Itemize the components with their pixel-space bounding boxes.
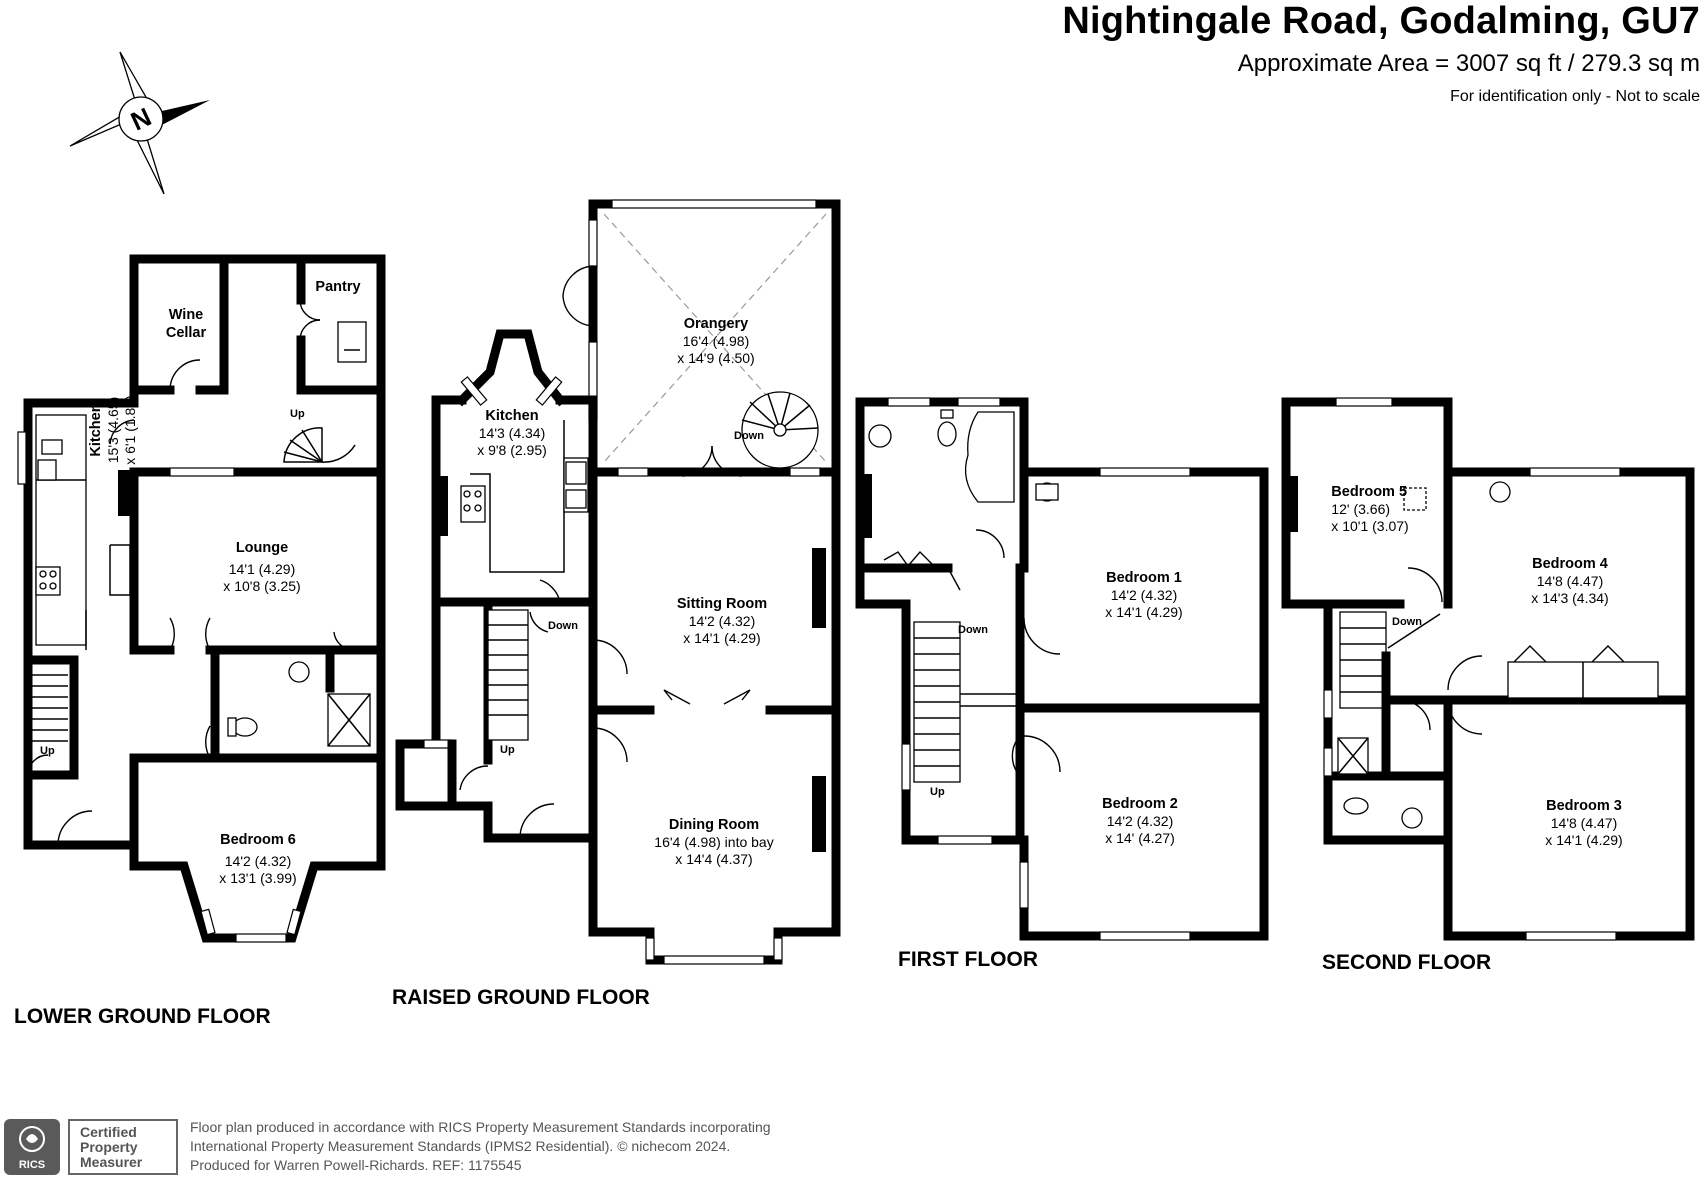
room-wine-cellar: Wine Cellar [166, 306, 206, 342]
room-bedroom-4: Bedroom 4 14'8 (4.47) x 14'3 (4.34) [1531, 556, 1608, 607]
stair-label-down: Down [734, 430, 764, 442]
spiral-stair-lower-ground [283, 427, 356, 463]
room-name: Orangery [683, 316, 749, 332]
room-dimension: 14'3 (4.34) [478, 425, 546, 441]
stair-label-up: Up [290, 408, 305, 420]
cert-line: Measurer [80, 1154, 143, 1170]
room-name: Bedroom 1 [1106, 570, 1182, 586]
room-name: Pantry [315, 279, 361, 295]
room-dimension: x 14'1 (4.29) [1105, 604, 1183, 620]
room-name: Bedroom 2 [1102, 796, 1178, 812]
lower-ground-floor-plan [17, 254, 386, 943]
room-name: Bedroom 4 [1532, 556, 1608, 572]
room-dimension: 16'4 (4.98) [682, 333, 750, 349]
room-dimension: x 13'1 (3.99) [219, 870, 297, 886]
room-dimension: x 14'9 (4.50) [677, 350, 755, 366]
cert-line: Certified [80, 1124, 137, 1140]
room-dimension: 14'2 (4.32) [1106, 813, 1174, 829]
stair-label-up: Up [930, 786, 945, 798]
room-name: Bedroom 3 [1546, 798, 1622, 814]
room-kitchen-raised: Kitchen 14'3 (4.34) x 9'8 (2.95) [477, 408, 547, 459]
floor-label-second: SECOND FLOOR [1322, 951, 1492, 974]
footer-line: Floor plan produced in accordance with R… [190, 1119, 771, 1135]
stairs-second-floor [1339, 611, 1441, 709]
room-dimension: x 10'8 (3.25) [223, 578, 301, 594]
room-name: Sitting Room [676, 596, 768, 612]
room-name: Bedroom 5 [1331, 484, 1408, 500]
stairs-first-floor [913, 621, 1020, 783]
room-dimension: x 14' (4.27) [1105, 830, 1175, 846]
room-dimension: x 14'4 (4.37) [675, 851, 753, 867]
stairs-raised-ground [487, 609, 529, 741]
room-dimension: 14'2 (4.32) [688, 613, 756, 629]
room-sitting-room: Sitting Room 14'2 (4.32) x 14'1 (4.29) [677, 596, 767, 647]
floor-label-raised-ground: RAISED GROUND FLOOR [392, 986, 650, 1009]
spiral-stair-raised-ground [741, 391, 819, 469]
rics-emblem-icon [19, 1126, 45, 1152]
room-dimension: x 14'3 (4.34) [1531, 590, 1609, 606]
room-dimension: 16'4 (4.98) into bay [654, 834, 774, 850]
stair-label-down: Down [958, 624, 988, 636]
compass-icon: N [69, 51, 210, 195]
footer-disclaimer: Floor plan produced in accordance with R… [190, 1118, 771, 1175]
room-bedroom-6: Bedroom 6 14'2 (4.32) x 13'1 (3.99) [219, 832, 296, 887]
room-dimension: x 10'1 (3.07) [1331, 518, 1409, 534]
room-kitchen-lower: Kitchen 15'3 (4.65) x 6'1 (1.85) [88, 395, 139, 465]
room-dimension: 14'1 (4.29) [228, 561, 296, 577]
room-bedroom-2: Bedroom 2 14'2 (4.32) x 14' (4.27) [1102, 796, 1178, 847]
room-name: Kitchen [88, 403, 104, 457]
rics-certification-logo: RICS Certified Property Measurer [4, 1119, 178, 1177]
room-dimension: 12' (3.66) [1331, 501, 1391, 517]
footer-line: International Property Measurement Stand… [190, 1138, 731, 1154]
room-bedroom-1: Bedroom 1 14'2 (4.32) x 14'1 (4.29) [1105, 570, 1182, 621]
room-dimension: 14'2 (4.32) [224, 853, 292, 869]
approximate-area: Approximate Area = 3007 sq ft / 279.3 sq… [1237, 50, 1700, 77]
footer-line: Produced for Warren Powell-Richards. REF… [190, 1157, 522, 1173]
identification-note: For identification only - Not to scale [1450, 88, 1700, 105]
room-name: Lounge [235, 540, 289, 556]
room-lounge: Lounge 14'1 (4.29) x 10'8 (3.25) [223, 540, 300, 595]
room-dimension: x 9'8 (2.95) [477, 442, 547, 458]
room-dimension: 15'3 (4.65) [105, 396, 121, 464]
stairs-lower-ground [32, 674, 68, 742]
room-dimension: 14'8 (4.47) [1536, 573, 1604, 589]
room-dimension: x 6'1 (1.85) [122, 395, 138, 465]
stair-label-up: Up [500, 744, 515, 756]
stair-label-up: Up [40, 745, 55, 757]
floor-label-lower-ground: LOWER GROUND FLOOR [14, 1005, 271, 1028]
room-orangery: Orangery 16'4 (4.98) x 14'9 (4.50) [677, 316, 754, 367]
room-dining-room: Dining Room 16'4 (4.98) into bay x 14'4 … [654, 817, 773, 868]
room-dimension: 14'2 (4.32) [1110, 587, 1178, 603]
floor-label-first: FIRST FLOOR [898, 948, 1038, 971]
room-name: Bedroom 6 [220, 832, 296, 848]
room-dimension: x 14'1 (4.29) [1545, 832, 1623, 848]
first-floor-plan [855, 397, 1269, 941]
rics-badge-icon: RICS [4, 1119, 60, 1175]
cert-line: Property [80, 1139, 138, 1155]
stair-label-down: Down [1392, 616, 1422, 628]
room-dimension: x 14'1 (4.29) [683, 630, 761, 646]
room-dimension: 14'8 (4.47) [1550, 815, 1618, 831]
certified-property-measurer: Certified Property Measurer [68, 1119, 178, 1175]
room-name: Wine Cellar [165, 307, 207, 341]
room-name: Kitchen [485, 408, 539, 424]
page-title: Nightingale Road, Godalming, GU7 [1062, 0, 1700, 42]
stair-label-down: Down [548, 620, 578, 632]
raised-ground-floor-plan [395, 199, 841, 965]
rics-badge-text: RICS [18, 1159, 46, 1171]
room-pantry: Pantry [315, 278, 360, 296]
second-floor-plan [1281, 397, 1695, 941]
room-name: Dining Room [668, 817, 760, 833]
room-bedroom-3: Bedroom 3 14'8 (4.47) x 14'1 (4.29) [1545, 798, 1622, 849]
room-bedroom-5: Bedroom 5 12' (3.66) x 10'1 (3.07) [1331, 484, 1408, 535]
